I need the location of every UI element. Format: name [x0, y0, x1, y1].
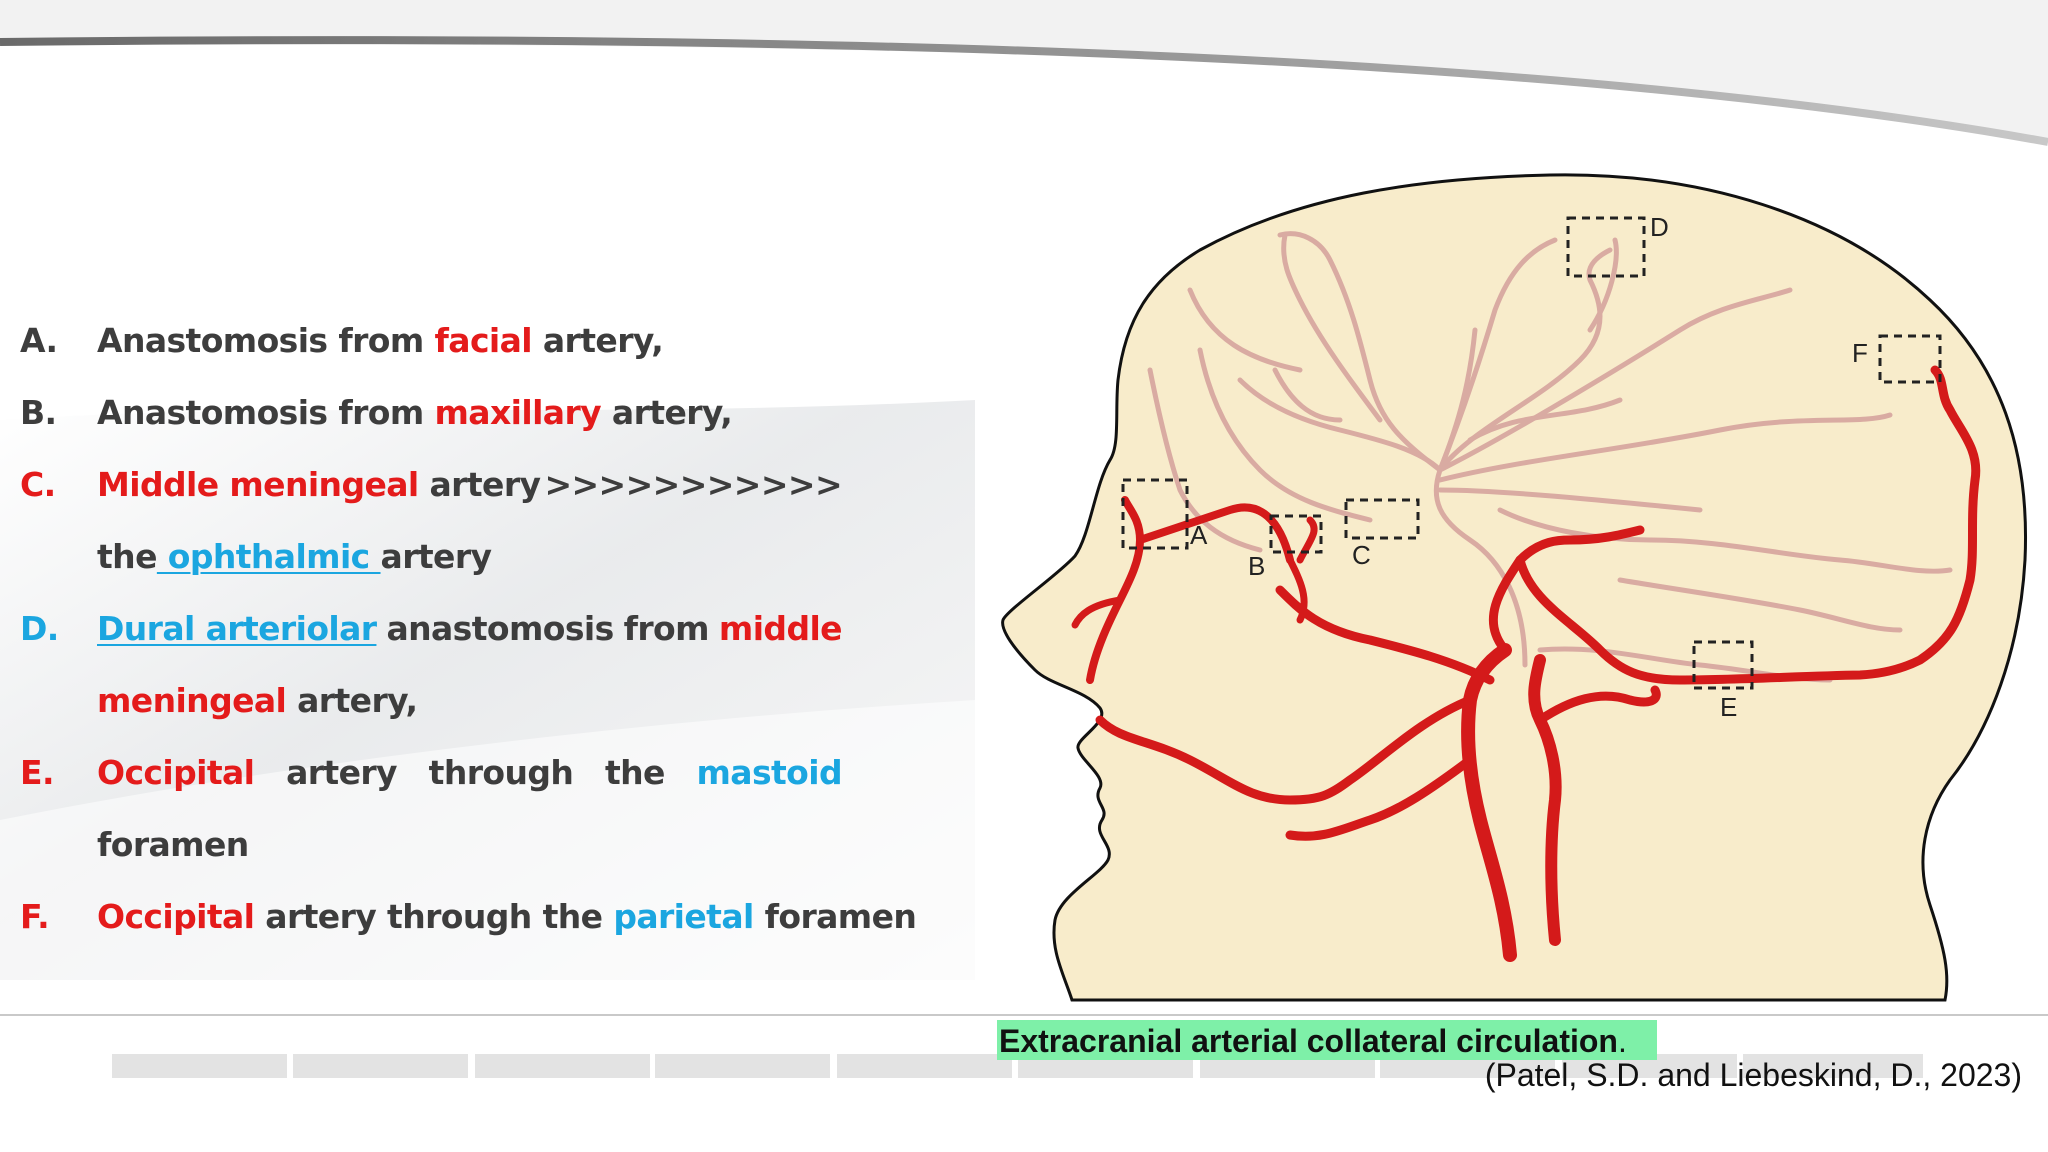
head-silhouette	[1001, 173, 2028, 1002]
citation: (Patel, S.D. and Liebeskind, D., 2023)	[1484, 1057, 2022, 1093]
figure-caption: Extracranial arterial collateral circula…	[997, 1020, 1657, 1060]
list-item-a: A. Anastomosis from facial artery,	[20, 305, 842, 377]
head-artery-diagram: A B C D E F	[1001, 173, 2028, 1002]
top-swoosh	[0, 0, 2048, 140]
label-c: C	[1352, 540, 1371, 570]
item-letter: F.	[20, 897, 50, 936]
list-item-e-continued: foramen	[97, 825, 249, 864]
arrows: >>>>>>>>>>>	[544, 465, 842, 504]
label-b: B	[1248, 551, 1265, 581]
label-f: F	[1852, 338, 1868, 368]
red-arteries	[1071, 365, 1981, 962]
link-dural-arteriolar[interactable]: Dural arteriolar	[97, 609, 377, 648]
list-item-f: F. Occipital artery through the parietal…	[20, 881, 917, 953]
link-ophthalmic[interactable]: ophthalmic	[156, 537, 381, 576]
list-item-c-continued: the ophthalmic artery	[97, 537, 492, 576]
box-d	[1566, 216, 1646, 278]
item-letter: E.	[20, 753, 54, 792]
box-a	[1121, 478, 1189, 550]
label-e: E	[1720, 692, 1737, 722]
item-letter: D.	[20, 609, 59, 648]
list-item-d-continued: meningeal artery,	[97, 681, 418, 720]
top-swoosh-line	[0, 36, 2048, 146]
list-item-c: C. Middle meningeal artery>>>>>>>>>>>	[20, 449, 843, 521]
pale-vessels	[1147, 231, 1953, 683]
box-e	[1692, 640, 1754, 690]
item-letter: C.	[20, 465, 56, 504]
box-b	[1269, 514, 1323, 554]
box-f	[1878, 334, 1942, 384]
label-d: D	[1650, 212, 1669, 242]
label-a: A	[1190, 520, 1208, 550]
box-c	[1344, 498, 1420, 540]
item-letter: B.	[20, 393, 57, 432]
item-letter: A.	[20, 321, 58, 360]
list-item-b: B. Anastomosis from maxillary artery,	[20, 377, 842, 449]
